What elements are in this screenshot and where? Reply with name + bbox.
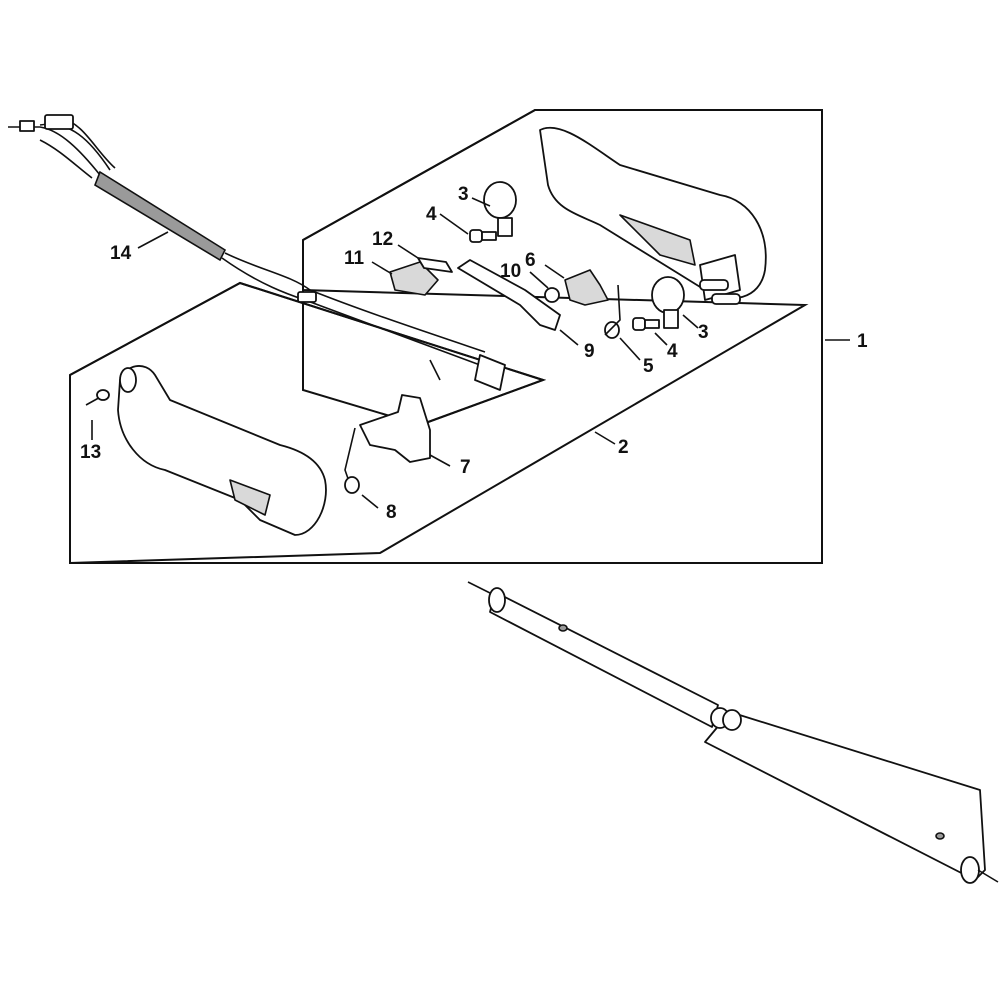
part-4-screw-upper [469,229,497,243]
callout-8: 8 [386,502,397,523]
callout-4-upper: 4 [426,204,437,225]
part-12-slide [417,257,453,273]
control-handle-housing [539,126,767,305]
callout-3-lower: 3 [698,322,709,343]
callout-10: 10 [500,261,521,282]
part-2-rear-handle [117,365,327,536]
leader-lines [91,197,850,509]
callout-13: 13 [80,442,101,463]
callout-5: 5 [643,356,654,377]
callout-14: 14 [110,243,132,264]
callout-1: 1 [857,331,868,352]
part-5-spring [604,321,620,339]
assembly-2-outline [302,109,822,241]
part-8-spring [344,427,360,494]
part-14-cable-harness [8,114,506,391]
part-6-lever [564,269,609,306]
callout-3-upper: 3 [458,184,469,205]
part-4-screw-lower [632,317,660,331]
part-3-clamp-lower [651,276,685,329]
callout-6: 6 [525,250,536,271]
part-10-torsion-spring [544,287,560,303]
part-11-switch [389,261,439,296]
drive-shaft-tube [467,581,999,884]
callout-7: 7 [460,457,471,478]
assembly-1-outline [69,109,823,564]
callout-11: 11 [344,248,365,269]
callout-12: 12 [372,229,393,250]
part-9-throttle-trigger [457,259,561,331]
callout-9: 9 [584,341,595,362]
callout-4-lower: 4 [667,341,678,362]
part-3-clamp-upper [483,181,517,237]
part-7-trigger [359,394,431,463]
assembly-2-lower-outline [69,240,809,564]
part-13-screw [85,389,110,406]
callout-2: 2 [618,437,629,458]
